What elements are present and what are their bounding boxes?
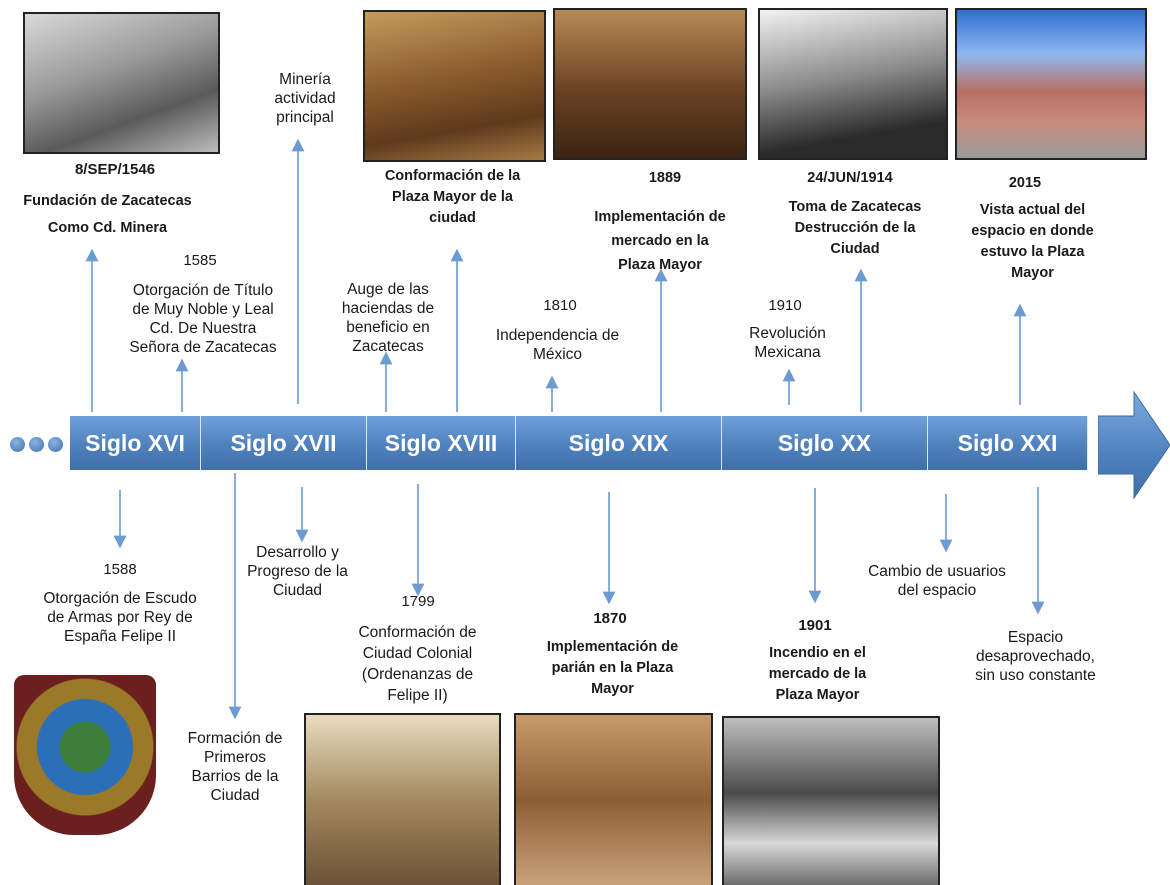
event-date-escudo: 1588 (103, 561, 137, 578)
timeline-dot (29, 437, 44, 452)
photo-mercado-1889 (553, 8, 747, 160)
event-text-escudo: Otorgación de Escudo de Armas por Rey de… (43, 590, 197, 645)
century-xviii: Siglo XVIII (367, 416, 516, 470)
event-date-titulo: 1585 (183, 252, 217, 269)
event-text-haciendas: Auge de las haciendas de beneficio en Za… (341, 281, 435, 355)
event-text-mercado: Implementación de mercado en la Plaza Ma… (594, 209, 726, 273)
event-text-incendio: Incendio en el mercado de la Plaza Mayor (768, 645, 867, 703)
photo-parian-1870 (514, 713, 713, 885)
event-date-revolucion: 1910 (768, 297, 802, 314)
event-date-mercado: 1889 (648, 170, 682, 186)
event-date-vista: 2015 (1008, 175, 1042, 191)
photo-founding-engraving (23, 12, 220, 154)
event-text-desarrollo: Desarrollo y Progreso de la Ciudad (247, 544, 348, 599)
timeline-arrowhead (1098, 390, 1170, 500)
event-text-plaza: Conformación de la Plaza Mayor de la ciu… (384, 168, 521, 226)
event-text-revolucion: Revolución Mexicana (749, 325, 826, 361)
event-text-titulo: Otorgación de Título de Muy Noble y Leal… (129, 282, 277, 356)
timeline-dot (10, 437, 25, 452)
event-text-colonial: Conformación de Ciudad Colonial (Ordenan… (358, 624, 477, 704)
timeline-dot (48, 437, 63, 452)
event-date-parian: 1870 (593, 610, 627, 627)
event-text-desaprovechado: Espacio desaprovechado, sin uso constant… (975, 629, 1096, 684)
century-xvii: Siglo XVII (201, 416, 367, 470)
century-xvi: Siglo XVI (70, 416, 201, 470)
event-date-incendio: 1901 (798, 617, 832, 634)
event-text-parian: Implementación de parián en la Plaza May… (546, 639, 679, 697)
event-text-mineria: Minería actividad principal (274, 71, 336, 126)
photo-incendio-1901 (722, 716, 940, 885)
century-xxi: Siglo XXI (928, 416, 1088, 470)
photo-vista-actual-2015 (955, 8, 1147, 160)
event-date-fundacion: 8/SEP/1546 (74, 161, 156, 178)
century-xix: Siglo XIX (516, 416, 722, 470)
event-text-vista: Vista actual del espacio en donde estuvo… (971, 202, 1094, 281)
photo-toma-1914 (758, 8, 948, 160)
photo-plaza-mayor-painting (363, 10, 546, 162)
event-text-usuarios: Cambio de usuarios del espacio (868, 563, 1006, 599)
event-text-independencia: Independencia de México (495, 327, 620, 363)
event-date-colonial: 1799 (401, 593, 435, 610)
event-text-toma: Toma de Zacatecas Destrucción de la Ciud… (788, 199, 922, 257)
event-text-fundacion: Fundación de Zacatecas Como Cd. Minera (23, 193, 192, 236)
event-text-barrios: Formación de Primeros Barrios de la Ciud… (187, 730, 283, 804)
event-date-toma: 24/JUN/1914 (807, 170, 893, 186)
century-xx: Siglo XX (722, 416, 928, 470)
photo-ciudad-colonial (304, 713, 501, 885)
event-date-independencia: 1810 (543, 297, 577, 314)
coat-of-arms-emblem (14, 675, 156, 835)
